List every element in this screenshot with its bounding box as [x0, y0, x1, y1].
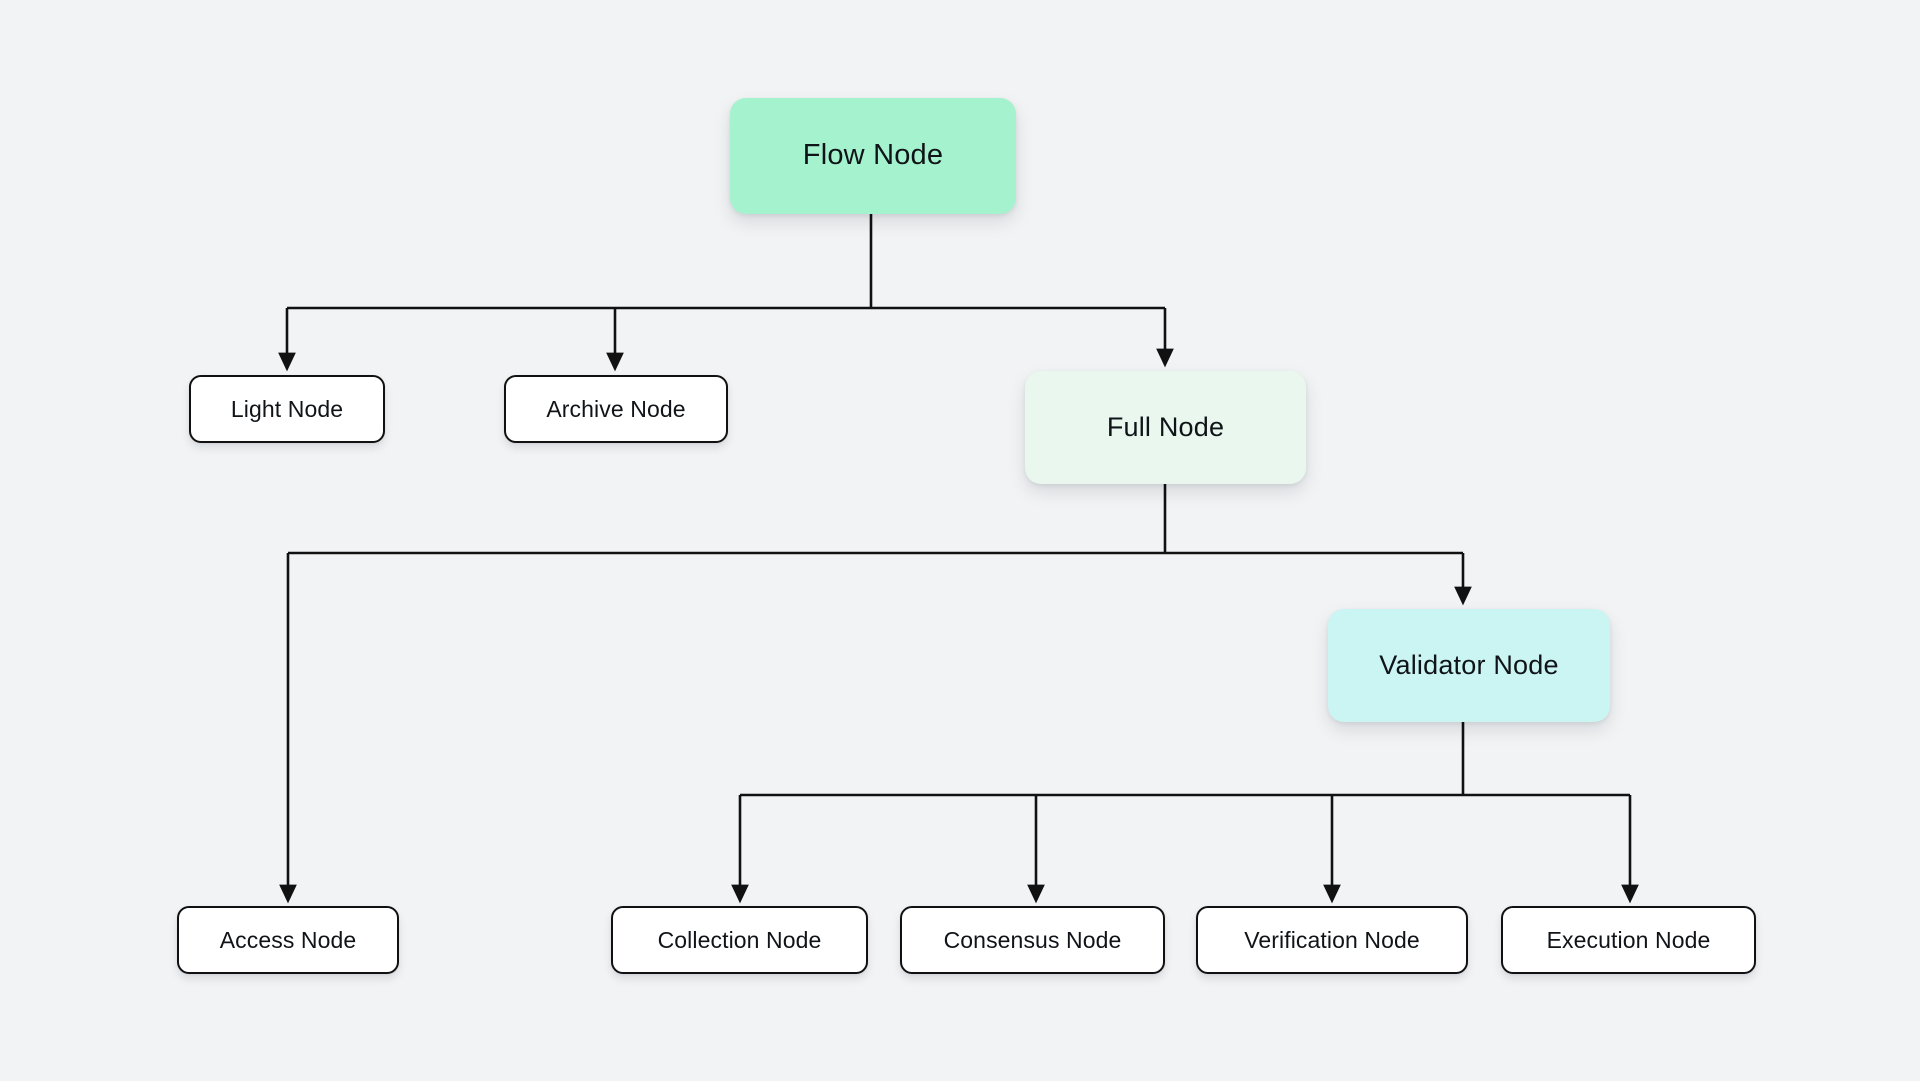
node-label: Validator Node [1379, 649, 1559, 680]
node-label: Verification Node [1244, 926, 1420, 953]
node-label: Execution Node [1546, 926, 1711, 953]
node-flow-node[interactable]: Flow Node [730, 98, 1016, 214]
node-label: Full Node [1106, 411, 1225, 442]
edge-full-children [279, 484, 1472, 904]
node-label: Consensus Node [943, 926, 1122, 953]
node-full-node[interactable]: Full Node [1025, 371, 1306, 484]
node-label: Light Node [230, 395, 344, 422]
node-label: Access Node [219, 926, 357, 953]
node-label: Archive Node [546, 395, 686, 422]
node-execution-node[interactable]: Execution Node [1501, 906, 1756, 974]
node-verification-node[interactable]: Verification Node [1196, 906, 1468, 974]
edge-flow-children [278, 214, 1174, 372]
node-validator-node[interactable]: Validator Node [1328, 609, 1610, 722]
node-light-node[interactable]: Light Node [189, 375, 385, 443]
edge-validator-children [731, 722, 1639, 904]
node-label: Flow Node [802, 139, 944, 172]
node-archive-node[interactable]: Archive Node [504, 375, 728, 443]
node-access-node[interactable]: Access Node [177, 906, 399, 974]
node-collection-node[interactable]: Collection Node [611, 906, 868, 974]
node-consensus-node[interactable]: Consensus Node [900, 906, 1165, 974]
node-label: Collection Node [657, 926, 822, 953]
